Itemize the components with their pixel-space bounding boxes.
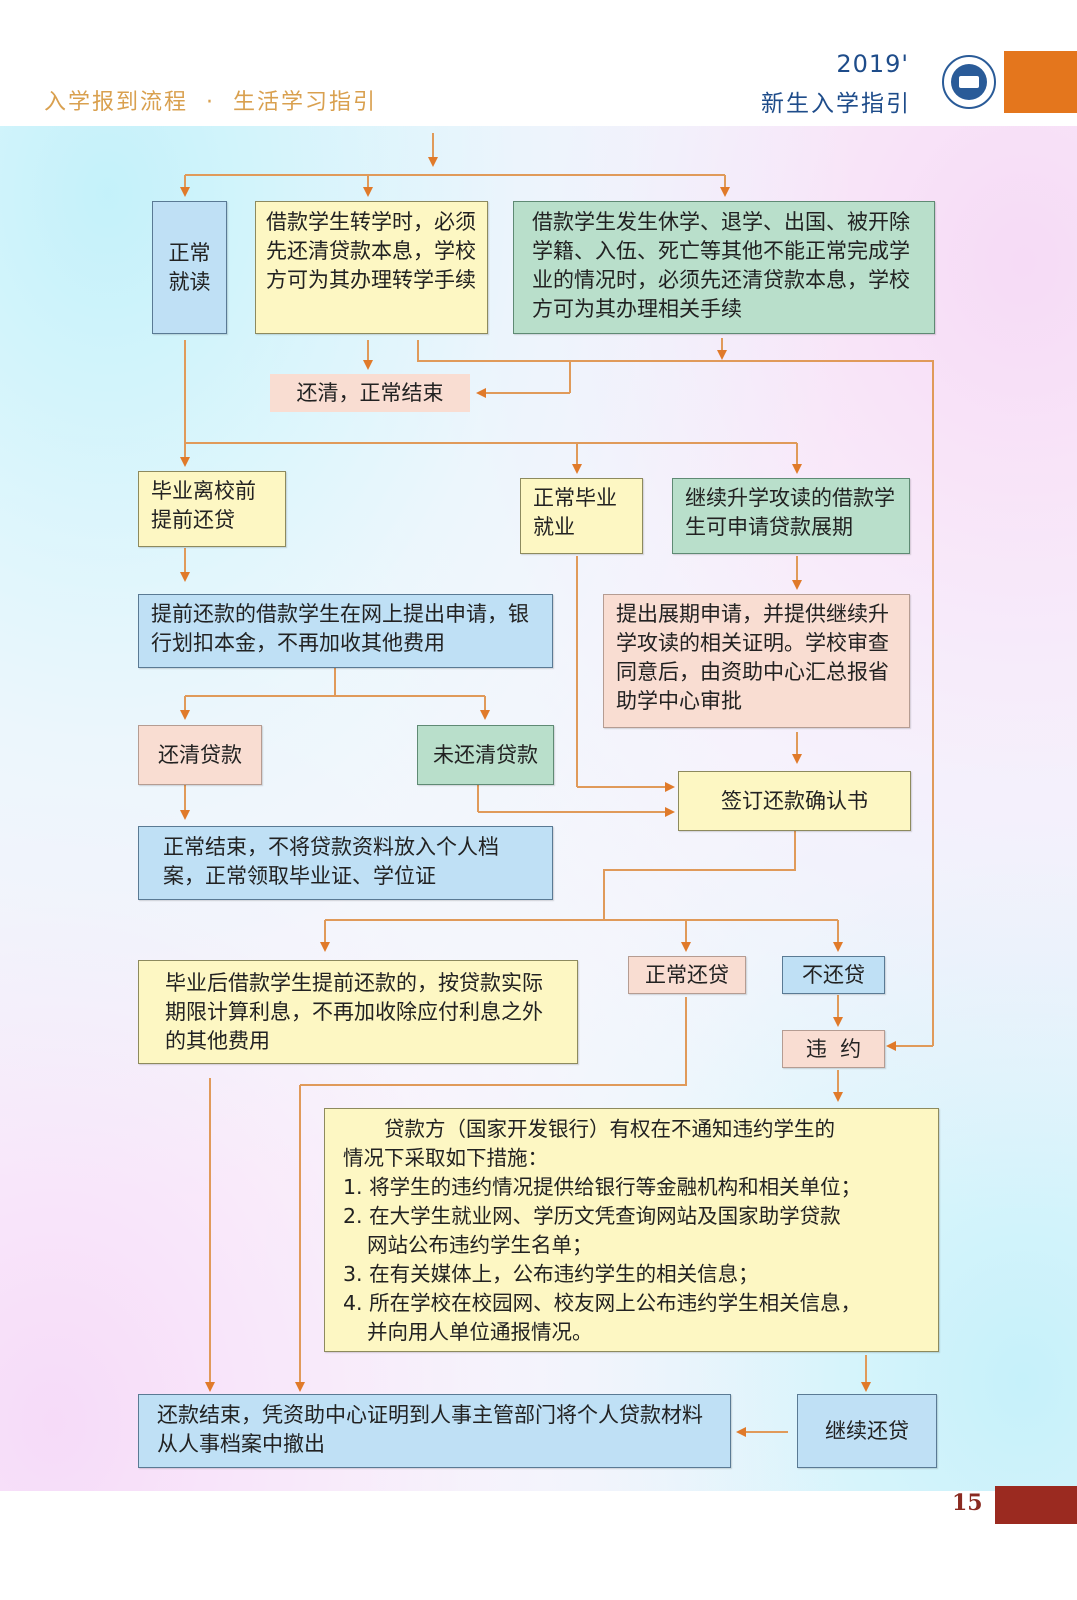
node-repaid-end: 还清，正常结束 bbox=[270, 374, 470, 412]
measures-item-3: 3. 在有关媒体上，公布违约学生的相关信息； bbox=[343, 1262, 759, 1286]
node-no-repay: 不还贷 bbox=[782, 956, 885, 994]
node-repayment-complete: 还款结束，凭资助中心证明到人事主管部门将个人贷款材料从人事档案中撤出 bbox=[138, 1394, 731, 1468]
university-seal-icon bbox=[942, 55, 996, 109]
node-prepay-before-graduation: 毕业离校前 提前还贷 bbox=[138, 471, 286, 547]
node-transfer: 借款学生转学时，必须先还清贷款本息，学校方可为其办理转学手续 bbox=[255, 201, 488, 334]
measures-item-4-cont: 并向用人单位通报情况。 bbox=[367, 1320, 593, 1344]
measures-item-2: 2. 在大学生就业网、学历文凭查询网站及国家助学贷款 bbox=[343, 1204, 841, 1228]
node-sign-confirmation: 签订还款确认书 bbox=[678, 771, 911, 831]
breadcrumb-item-life-study[interactable]: 生活学习指引 bbox=[233, 90, 378, 115]
node-prepay-online: 提前还款的借款学生在网上提出申请，银行划扣本金，不再加收其他费用 bbox=[138, 594, 553, 668]
measures-item-2-cont: 网站公布违约学生名单； bbox=[367, 1233, 593, 1257]
breadcrumb-item-enrollment[interactable]: 入学报到流程 bbox=[44, 90, 189, 115]
node-post-grad-prepay: 毕业后借款学生提前还款的，按贷款实际期限计算利息，不再加收除应付利息之外的其他费… bbox=[138, 960, 578, 1064]
footer-accent-block bbox=[995, 1486, 1077, 1524]
node-default: 违 约 bbox=[782, 1030, 885, 1068]
year-label: 2019' bbox=[836, 50, 909, 78]
measures-intro-1: 贷款方（国家开发银行）有权在不通知违约学生的 bbox=[384, 1117, 835, 1141]
node-normal-graduation: 正常毕业 就业 bbox=[520, 478, 643, 554]
breadcrumb: 入学报到流程 · 生活学习指引 bbox=[44, 84, 377, 116]
node-default-measures: 贷款方（国家开发银行）有权在不通知违约学生的 情况下采取如下措施： 1. 将学生… bbox=[324, 1108, 939, 1352]
node-normal-study: 正常 就读 bbox=[152, 201, 227, 334]
measures-item-1: 1. 将学生的违约情况提供给银行等金融机构和相关单位； bbox=[343, 1175, 862, 1199]
node-normal-end-no-file: 正常结束，不将贷款资料放入个人档案，正常领取毕业证、学位证 bbox=[138, 826, 553, 900]
page-number: 15 bbox=[952, 1490, 983, 1516]
measures-intro-2: 情况下采取如下措施： bbox=[343, 1146, 548, 1170]
header-accent-block bbox=[1004, 51, 1077, 113]
node-withdraw: 借款学生发生休学、退学、出国、被开除学籍、入伍、死亡等其他不能正常完成学业的情况… bbox=[513, 201, 935, 334]
node-normal-repay: 正常还贷 bbox=[628, 956, 746, 994]
page-header: 入学报到流程 · 生活学习指引 2019' 新生入学指引 bbox=[0, 0, 1077, 126]
guide-title: 新生入学指引 bbox=[761, 91, 911, 117]
node-further-study: 继续升学攻读的借款学生可申请贷款展期 bbox=[672, 478, 910, 554]
node-loan-cleared: 还清贷款 bbox=[138, 725, 262, 785]
node-continue-repay: 继续还贷 bbox=[797, 1394, 937, 1468]
breadcrumb-separator: · bbox=[206, 90, 216, 115]
node-loan-not-cleared: 未还清贷款 bbox=[417, 725, 554, 785]
measures-item-4: 4. 所在学校在校园网、校友网上公布违约学生相关信息， bbox=[343, 1291, 862, 1315]
node-extension-request: 提出展期申请，并提供继续升学攻读的相关证明。学校审查同意后，由资助中心汇总报省助… bbox=[603, 594, 910, 728]
